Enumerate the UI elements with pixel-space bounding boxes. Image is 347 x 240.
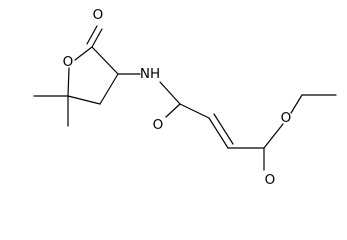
bond-amide-c-alkene <box>179 103 210 119</box>
bond-ester-o-ch2 <box>290 94 303 114</box>
fumarate-chain <box>179 94 337 171</box>
lactone-ring <box>33 25 119 127</box>
bond-ester-c-o <box>263 123 284 149</box>
bond-lactone-carbonyl-2 <box>86 25 98 45</box>
bond-alkene-1 <box>208 117 229 149</box>
bond-c5-ring-o <box>67 67 70 97</box>
atom-label-ester-oxygen: O <box>281 110 292 126</box>
atom-label-ring-oxygen: O <box>63 54 74 70</box>
bond-c3-c4 <box>99 73 119 105</box>
bond-ring-o-c2 <box>74 46 93 61</box>
atom-label-ester-carbonyl-oxygen: O <box>265 172 276 188</box>
atom-label-lactone-carbonyl-oxygen: O <box>93 7 104 23</box>
bond-n-amide-c <box>159 81 181 105</box>
bond-c2-c3 <box>91 46 119 75</box>
bond-amide-carbonyl <box>165 103 181 118</box>
bond-lactone-carbonyl-1 <box>91 28 103 48</box>
atom-label-amide-nitrogen: NH <box>140 66 160 82</box>
bond-alkene-2 <box>213 113 234 145</box>
atom-label-amide-carbonyl-oxygen: O <box>153 117 164 133</box>
chemical-structure: O O NH O O O <box>33 7 337 188</box>
amide-linkage <box>117 73 181 118</box>
bond-c4-c5 <box>67 95 101 105</box>
